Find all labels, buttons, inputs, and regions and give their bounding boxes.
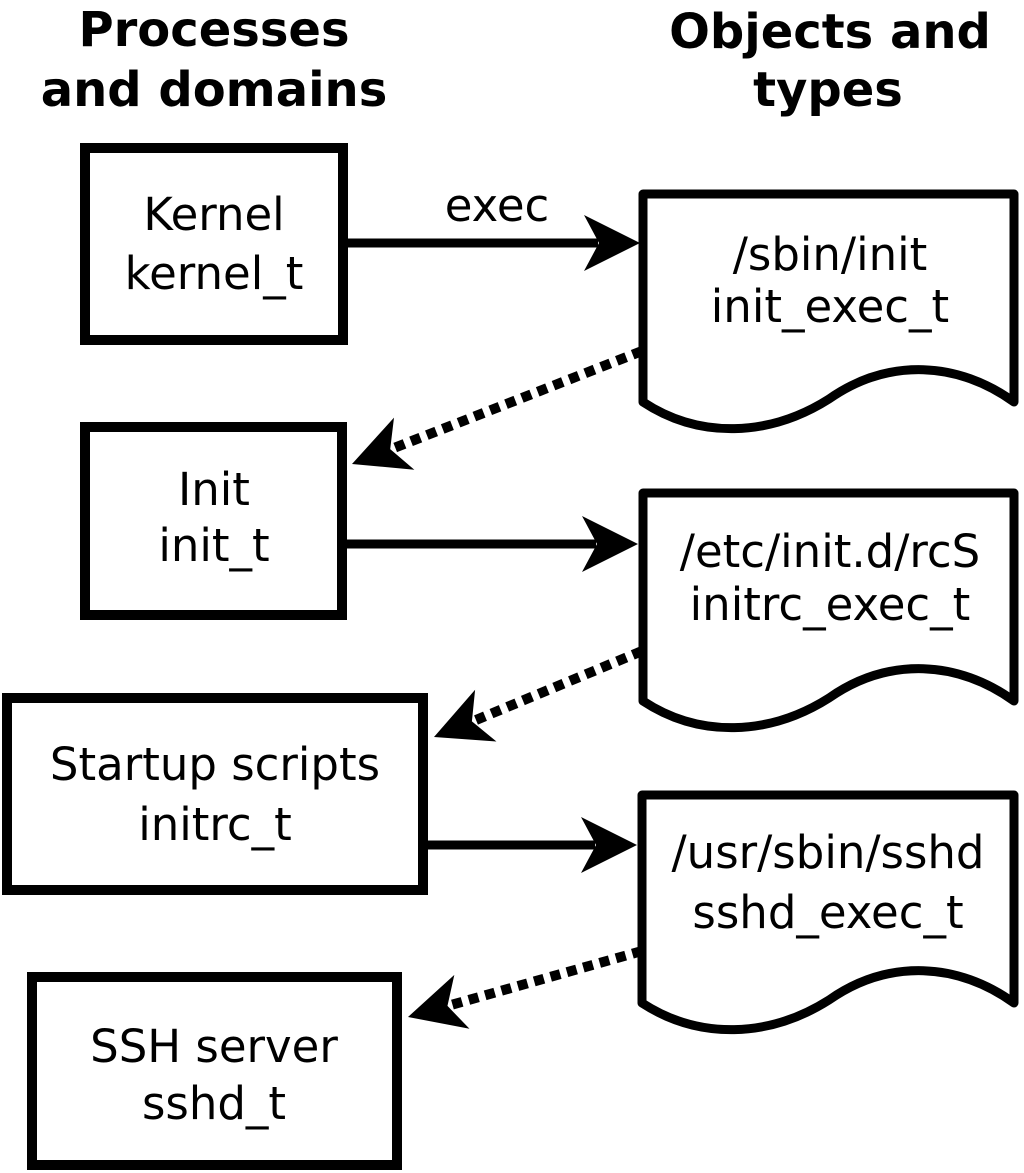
transition-arrow-1-head bbox=[352, 417, 415, 470]
column-headers: Processes and domains Objects and types bbox=[41, 2, 991, 118]
exec-arrow-initrc-to-sshd-exec bbox=[428, 817, 637, 873]
exec-arrow-label: exec bbox=[445, 179, 550, 232]
left-header-line1: Processes bbox=[78, 2, 349, 58]
right-header-line1: Objects and bbox=[669, 4, 991, 60]
sshd-exec-doc-outline bbox=[637, 790, 1019, 1035]
right-header-line2: types bbox=[753, 62, 903, 118]
init-exec-type: init_exec_t bbox=[711, 280, 949, 333]
process-box-initrc: Startup scripts initrc_t bbox=[2, 693, 428, 895]
initrc-box-outline bbox=[2, 693, 428, 895]
transition-arrow-init-exec-to-init bbox=[352, 346, 644, 470]
init-box-outline bbox=[80, 422, 347, 620]
sshd-exec-path: /usr/sbin/sshd bbox=[672, 826, 985, 879]
kernel-type: kernel_t bbox=[125, 247, 304, 300]
init-exec-path: /sbin/init bbox=[733, 228, 928, 281]
process-box-kernel: Kernel kernel_t bbox=[80, 143, 348, 345]
transition-arrow-sshd-exec-to-sshd bbox=[408, 946, 644, 1029]
sshd-exec-type: sshd_exec_t bbox=[692, 886, 963, 939]
process-box-init: Init init_t bbox=[80, 422, 347, 620]
sshd-type: sshd_t bbox=[142, 1077, 286, 1130]
exec-arrow-init-to-initrc-exec bbox=[347, 516, 638, 572]
object-doc-initrc-exec: /etc/init.d/rcS initrc_exec_t bbox=[638, 488, 1019, 733]
sshd-box-outline bbox=[27, 972, 402, 1170]
exec-arrow-1-head bbox=[584, 215, 640, 271]
object-doc-init-exec: /sbin/init init_exec_t bbox=[638, 189, 1019, 434]
transition-arrow-2-head bbox=[434, 689, 497, 742]
transition-arrow-1-line bbox=[392, 346, 644, 453]
exec-arrow-kernel-to-init-exec: exec bbox=[348, 179, 640, 271]
initrc-label: Startup scripts bbox=[50, 738, 380, 791]
transition-arrow-3-head bbox=[408, 974, 470, 1029]
sshd-label: SSH server bbox=[90, 1020, 338, 1073]
init-label: Init bbox=[178, 463, 250, 516]
initrc-exec-type: initrc_exec_t bbox=[690, 578, 971, 631]
initrc-exec-path: /etc/init.d/rcS bbox=[680, 525, 980, 578]
object-doc-sshd-exec: /usr/sbin/sshd sshd_exec_t bbox=[637, 790, 1019, 1035]
initrc-type: initrc_t bbox=[138, 798, 292, 851]
transition-arrow-initrc-exec-to-initrc bbox=[434, 646, 644, 742]
exec-arrow-3-head bbox=[581, 817, 637, 873]
init-type: init_t bbox=[158, 519, 269, 572]
left-header-line2: and domains bbox=[41, 62, 388, 118]
init-exec-doc-outline bbox=[638, 189, 1019, 434]
transition-arrow-3-line bbox=[449, 946, 644, 1010]
process-box-sshd: SSH server sshd_t bbox=[27, 972, 402, 1170]
initrc-exec-doc-outline bbox=[638, 488, 1019, 733]
kernel-box-outline bbox=[80, 143, 348, 345]
kernel-label: Kernel bbox=[143, 188, 284, 241]
transition-arrow-2-line bbox=[474, 646, 644, 725]
exec-arrow-2-head bbox=[582, 516, 638, 572]
